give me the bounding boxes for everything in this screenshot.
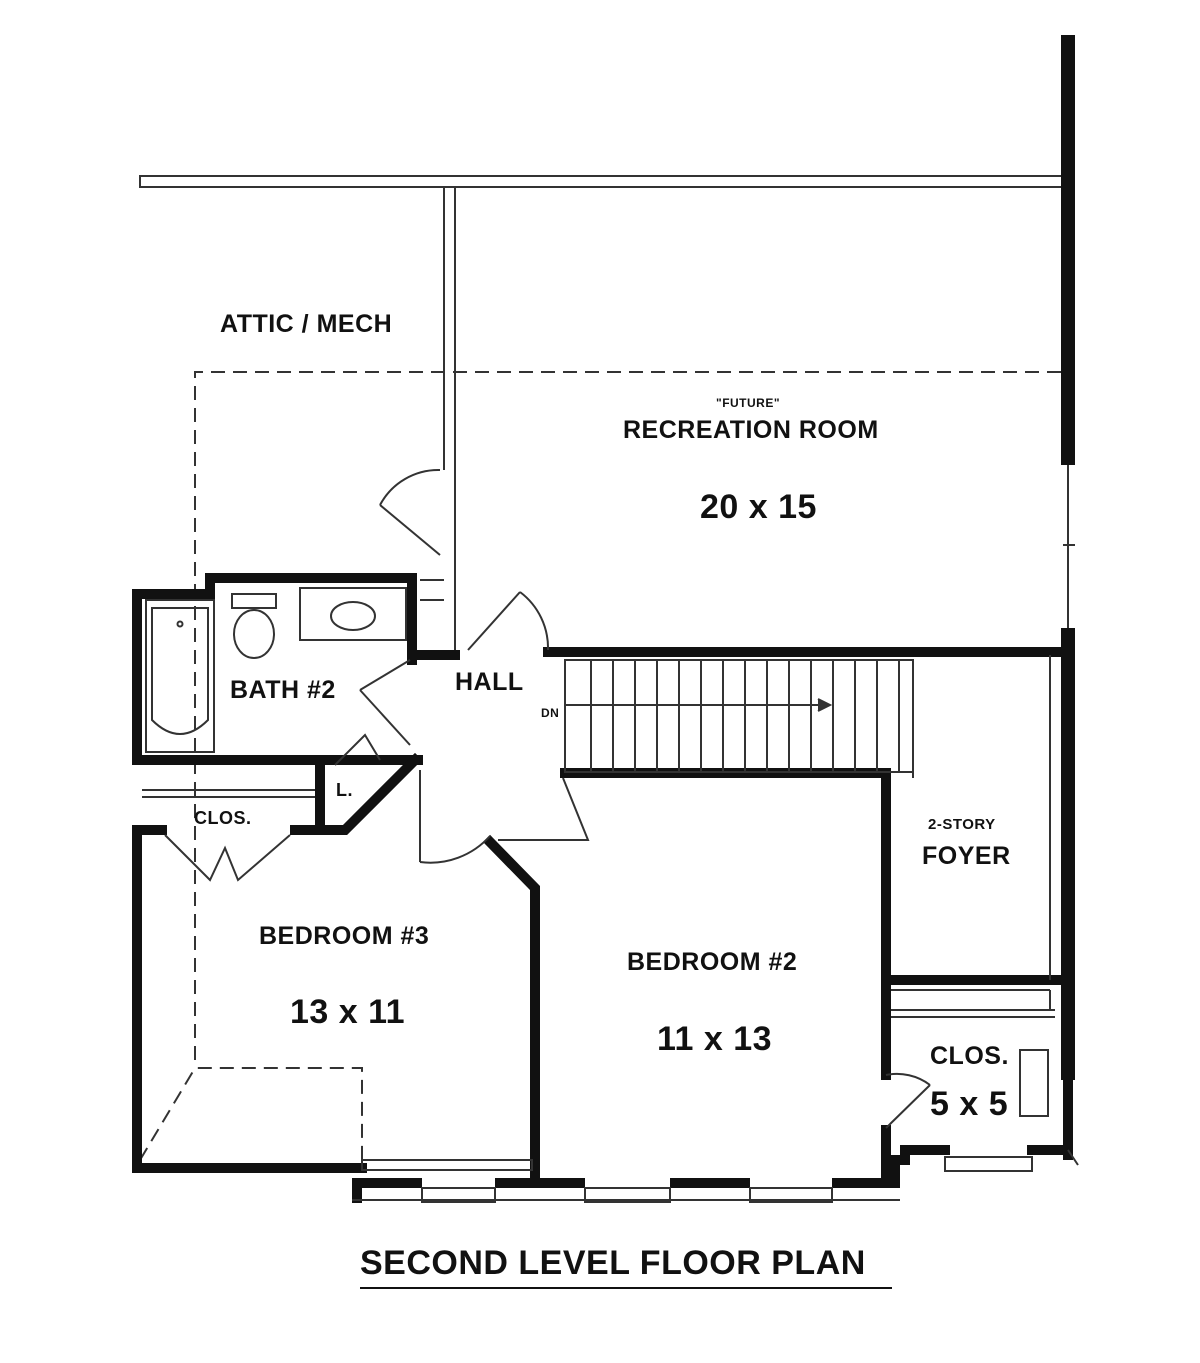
foyer-label: FOYER [922,842,1011,870]
right-exterior-wall [1061,35,1075,1080]
bedroom-3-label: BEDROOM #3 [259,922,430,950]
recreation-room-note: "FUTURE" [716,396,781,410]
main-closet-size: 5 x 5 [930,1085,1009,1123]
attic-mech-label: ATTIC / MECH [220,310,393,338]
toilet [231,593,277,659]
staircase [564,659,914,778]
foyer-note: 2-STORY [928,816,996,833]
bedroom-2-size: 11 x 13 [657,1020,773,1058]
recreation-room-label: RECREATION ROOM [623,416,879,444]
bedroom-3-closet-label: CLOS. [194,808,252,828]
closet-shelves [142,789,1055,1117]
bedroom-2-label: BEDROOM #2 [627,948,798,976]
vanity-sink [299,587,407,641]
title-underline [360,1287,892,1289]
bottom-exterior-wall [352,1149,1079,1203]
foyer-walls [891,655,1051,1010]
attic-dashed-outline [139,371,1062,1165]
doors [164,591,931,1129]
attic-door [379,468,444,601]
floor-plan-title: SECOND LEVEL FLOOR PLAN [360,1244,866,1282]
stair-down-label: DN [541,706,560,720]
linen-closet-label: L. [336,780,353,800]
recreation-room-size: 20 x 15 [700,488,817,526]
bath-2-label: BATH #2 [230,676,336,704]
bedroom-3-size: 13 x 11 [290,993,406,1031]
bathtub [145,599,215,753]
hall-label: HALL [455,668,524,696]
main-closet-label: CLOS. [930,1042,1009,1070]
